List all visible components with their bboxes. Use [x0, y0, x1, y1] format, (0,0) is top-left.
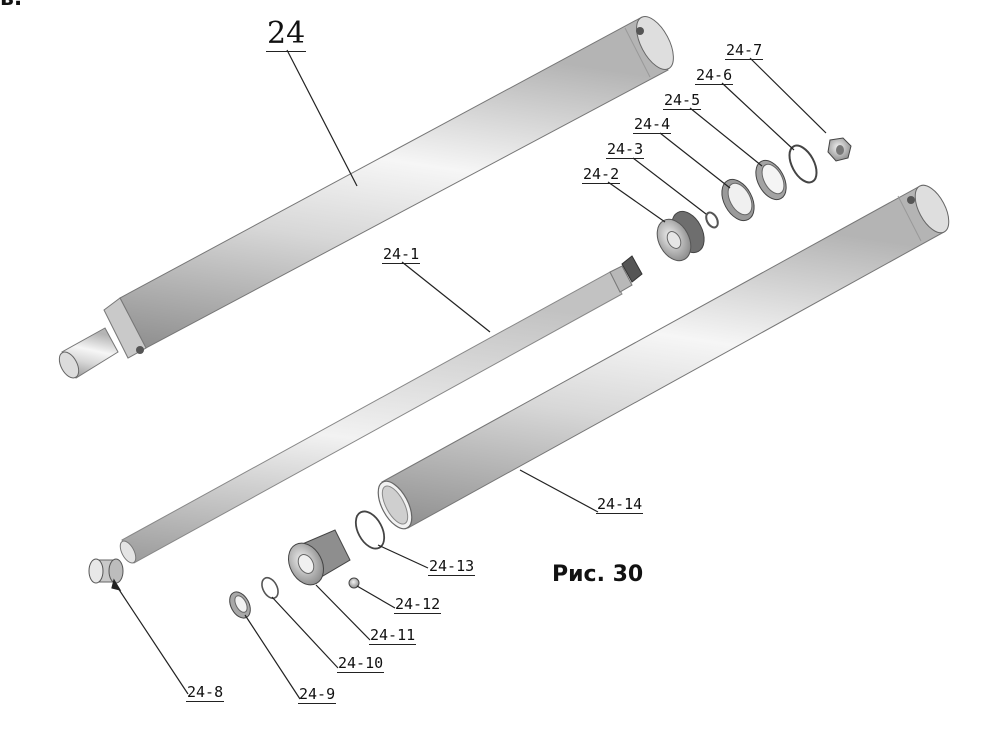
label-24: 24: [266, 16, 307, 52]
tube-top-hole-icon: [907, 196, 915, 204]
part-24-7-nut: [827, 137, 852, 162]
label-24-9: 24-9: [298, 685, 337, 704]
label-24-2: 24-2: [582, 165, 621, 184]
label-24-12: 24-12: [394, 595, 442, 614]
part-24-11-guide: [287, 529, 351, 586]
part-24-13-oring: [354, 510, 386, 550]
label-24-8: 24-8: [186, 683, 225, 702]
cropped-corner-text: в.: [0, 0, 22, 11]
label-24-10: 24-10: [337, 654, 385, 673]
part-24-6-oring: [788, 144, 818, 184]
label-24-11: 24-11: [369, 626, 417, 645]
part-24-4-ring: [721, 178, 755, 222]
label-24-1: 24-1: [382, 245, 421, 264]
label-24-6: 24-6: [695, 66, 734, 85]
part-24-10-oring: [261, 576, 279, 600]
part-24-14-tube: [377, 184, 950, 530]
label-24-5: 24-5: [663, 91, 702, 110]
part-24-3-oring: [705, 211, 719, 229]
figure-caption: Рис. 30: [552, 562, 644, 587]
part-24-cylinder: [58, 16, 674, 379]
label-24-7: 24-7: [725, 41, 764, 60]
part-24-9-washer: [229, 591, 251, 619]
label-24-3: 24-3: [606, 140, 645, 159]
part-24-12-ball: [348, 577, 360, 589]
part-24-1-rod: [119, 255, 643, 564]
part-24-8-bushing: [88, 558, 124, 584]
label-24-4: 24-4: [633, 115, 672, 134]
cylinder-top-hole-icon: [636, 27, 644, 35]
part-24-2-piston: [656, 210, 705, 262]
label-24-14: 24-14: [596, 495, 644, 514]
leader-lines: [111, 49, 827, 700]
part-24-5-ring: [755, 159, 787, 201]
label-24-13: 24-13: [428, 557, 476, 576]
